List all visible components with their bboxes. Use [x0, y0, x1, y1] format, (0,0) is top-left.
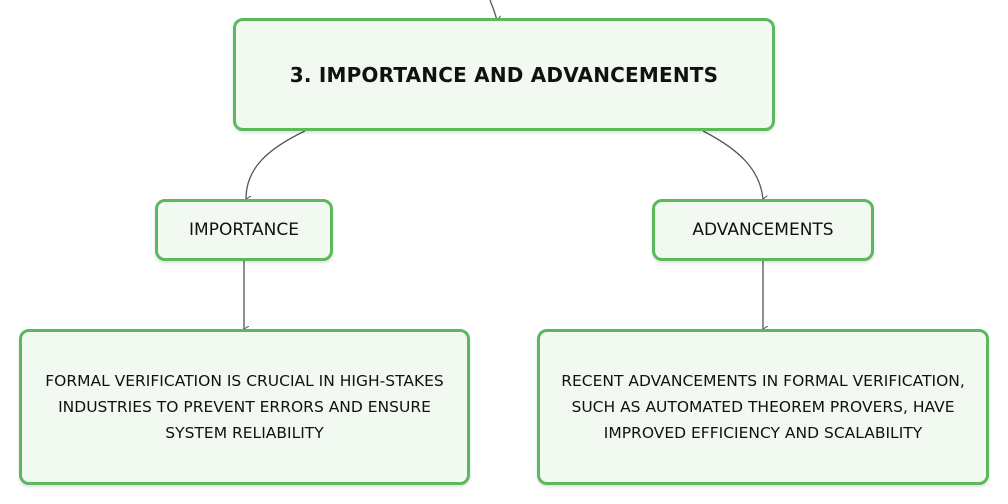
importance-detail-text: FORMAL VERIFICATION IS CRUCIAL IN HIGH-S… — [45, 372, 444, 442]
root-node-label: 3. IMPORTANCE AND ADVANCEMENTS — [289, 62, 719, 87]
connector-root-to-advancements — [702, 130, 763, 199]
importance-node-label: IMPORTANCE — [189, 220, 299, 240]
importance-node[interactable]: IMPORTANCE — [155, 199, 333, 261]
advancements-node-label: ADVANCEMENTS — [692, 220, 834, 240]
advancements-detail-text: RECENT ADVANCEMENTS IN FORMAL VERIFICATI… — [561, 372, 965, 442]
connector-parent-to-root — [489, 0, 497, 20]
connector-root-to-importance — [246, 130, 306, 199]
root-node[interactable]: 3. IMPORTANCE AND ADVANCEMENTS — [233, 18, 775, 131]
advancements-node[interactable]: ADVANCEMENTS — [652, 199, 874, 261]
importance-detail-node[interactable]: FORMAL VERIFICATION IS CRUCIAL IN HIGH-S… — [19, 329, 470, 485]
advancements-detail-node[interactable]: RECENT ADVANCEMENTS IN FORMAL VERIFICATI… — [537, 329, 989, 485]
